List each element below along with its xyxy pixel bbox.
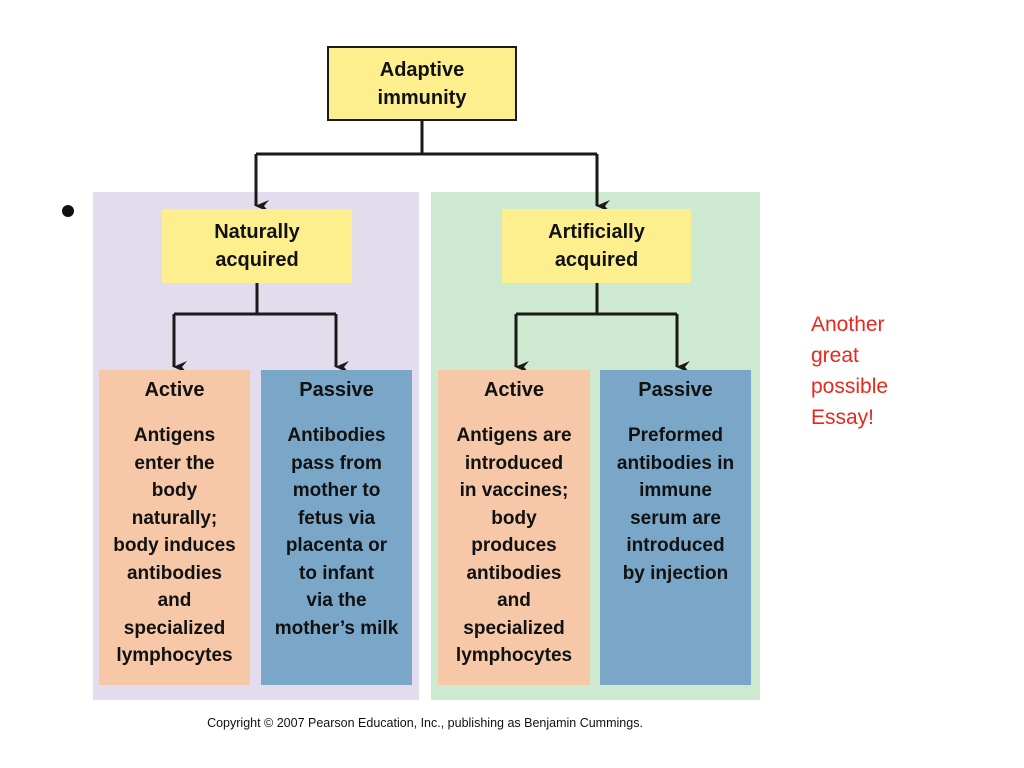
artificial-active-title: Active [483, 379, 545, 401]
artificial-passive-node: Passive Preformed antibodies in immune s… [600, 370, 751, 685]
essay-note: Another great possible Essay! [811, 313, 889, 429]
naturally-acquired-node: Naturally acquired [162, 209, 352, 283]
bullet-point-icon [62, 205, 74, 217]
artificial-active-description: Antigens are introduced in vaccines; bod… [455, 425, 573, 666]
artificial-passive-description: Preformed antibodies in immune serum are… [616, 425, 735, 584]
artificial-passive-title: Passive [638, 379, 713, 401]
natural-active-title: Active [144, 379, 205, 401]
adaptive-immunity-node: Adaptive immunity [327, 46, 517, 121]
artificially-acquired-node: Artificially acquired [502, 209, 691, 283]
natural-active-description: Antigens enter the body naturally; body … [113, 425, 236, 666]
natural-passive-node: Passive Antibodies pass from mother to f… [261, 370, 412, 685]
copyright-text: Copyright © 2007 Pearson Education, Inc.… [207, 716, 643, 730]
natural-active-node: Active Antigens enter the body naturally… [99, 370, 250, 685]
natural-passive-description: Antibodies pass from mother to fetus via… [274, 425, 399, 639]
artificial-active-node: Active Antigens are introduced in vaccin… [438, 370, 590, 685]
natural-passive-title: Passive [299, 379, 374, 401]
